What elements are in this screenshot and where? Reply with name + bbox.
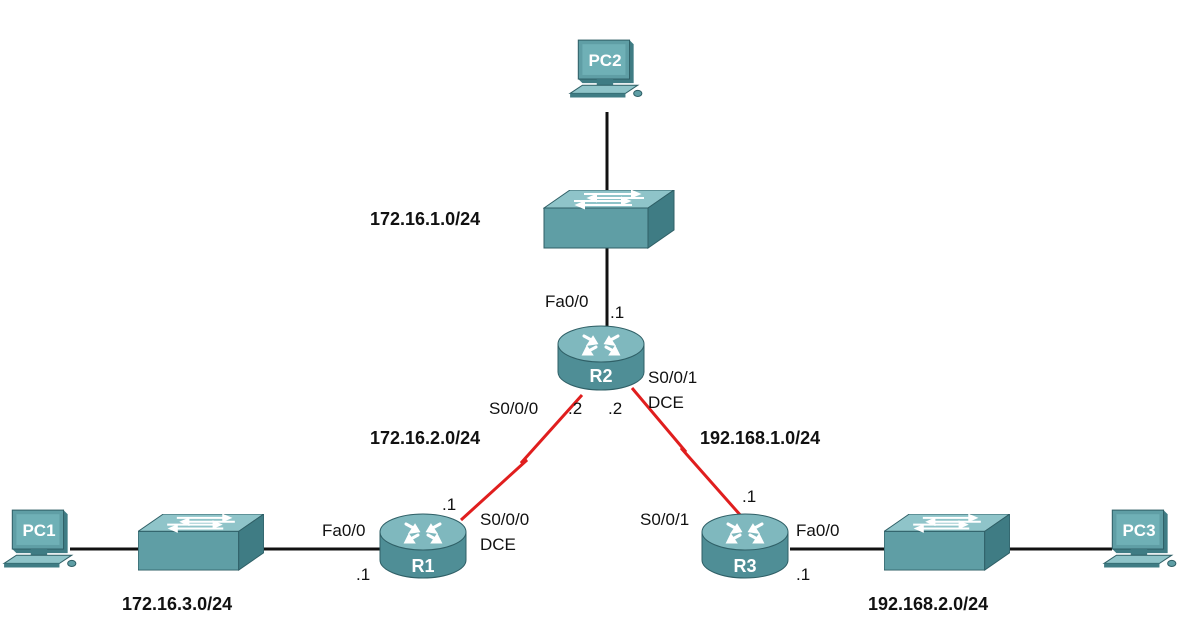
network-label-r1-lan: 172.16.3.0/24 [122,594,232,614]
switch-icon [138,514,264,572]
r2-s000-host: .2 [568,399,582,418]
r1-label: R1 [411,556,434,576]
r2-label: R2 [589,366,612,386]
router-r2[interactable]: R2 [556,324,646,392]
r1-fa00-label: Fa0/0 [322,521,365,540]
serial-link-r2-r3 [630,387,744,518]
switch-icon [543,190,675,250]
pc1-label: PC1 [22,521,55,540]
r2-s001-dce: DCE [648,393,684,412]
pc3-device[interactable]: PC3 [1103,509,1177,569]
pc2-device[interactable]: PC2 [569,39,643,99]
switch-left[interactable] [138,514,264,572]
router-r1[interactable]: R1 [378,512,468,580]
r1-fa00-host: .1 [356,565,370,584]
network-label-r2-r3: 192.168.1.0/24 [700,428,820,448]
network-label-r3-lan: 192.168.2.0/24 [868,594,988,614]
switch-icon [884,514,1010,572]
switch-top[interactable] [543,190,675,250]
pc2-label: PC2 [588,51,621,70]
router-r3[interactable]: R3 [700,512,790,580]
pc3-label: PC3 [1122,521,1155,540]
network-label-top-lan: 172.16.1.0/24 [370,209,480,229]
r3-s001-host: .1 [742,487,756,506]
r1-s000-label: S0/0/0 [480,510,529,529]
r2-s000-label: S0/0/0 [489,399,538,418]
r3-label: R3 [733,556,756,576]
network-label-r1-r2: 172.16.2.0/24 [370,428,480,448]
pc1-device[interactable]: PC1 [3,509,77,569]
switch-right[interactable] [884,514,1010,572]
r2-fa00-host: .1 [610,303,624,322]
r2-s001-label: S0/0/1 [648,368,697,387]
r3-s001-label: S0/0/1 [640,510,689,529]
r1-s000-dce: DCE [480,535,516,554]
r3-fa00-label: Fa0/0 [796,521,839,540]
r2-fa00-label: Fa0/0 [545,292,588,311]
serial-link-r1-r2 [459,393,584,522]
r2-s001-host: .2 [608,399,622,418]
r1-s000-host: .1 [442,495,456,514]
r3-fa00-host: .1 [796,565,810,584]
